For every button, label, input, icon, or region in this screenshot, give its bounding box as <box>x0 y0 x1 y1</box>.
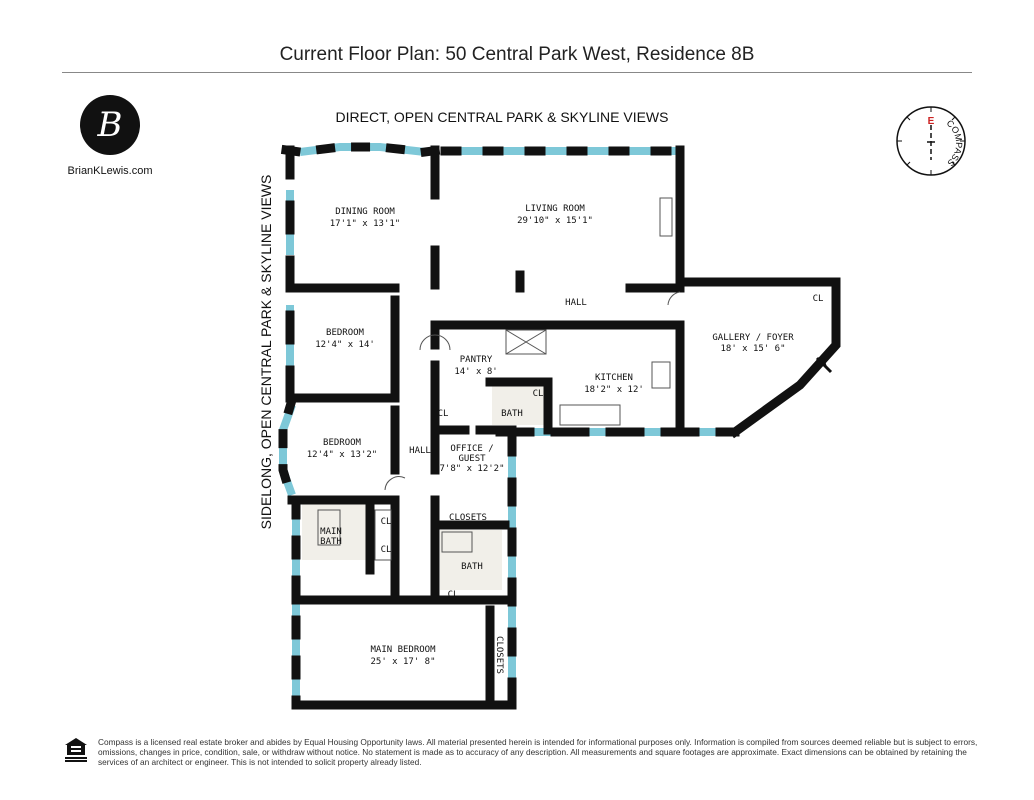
logo: B <box>80 95 140 155</box>
top-views-label: DIRECT, OPEN CENTRAL PARK & SKYLINE VIEW… <box>336 109 669 125</box>
bath2-label: BATH <box>461 562 483 572</box>
office-name-2: GUEST <box>458 454 486 464</box>
entry-arrow-shaft <box>815 356 833 374</box>
main-bath-name: MAIN <box>320 527 342 537</box>
bath-tiles <box>302 385 548 590</box>
pantry-name: PANTRY <box>460 355 493 365</box>
dining-room-size: 17'1" x 13'1" <box>330 219 400 229</box>
bedroom1-size: 12'4" x 14' <box>315 340 375 350</box>
logo-website: BrianKLewis.com <box>67 165 153 177</box>
kitchen-bath-label: BATH <box>501 409 523 419</box>
compass-direction: E <box>928 116 935 127</box>
pantry-size: 14' x 8' <box>454 367 497 377</box>
hall-label: HALL <box>565 298 587 308</box>
bedroom2-name: BEDROOM <box>323 438 362 448</box>
kitchen-name: KITCHEN <box>595 373 633 383</box>
kitchen-bath-closet: CL <box>533 389 544 399</box>
equal-housing-icon <box>65 738 87 762</box>
compass-icon: E COMPASS <box>896 106 966 176</box>
office-name: OFFICE / <box>450 444 493 454</box>
main-bath-name-2: BATH <box>320 537 342 547</box>
hall-closet-label: CL <box>438 409 449 419</box>
closet-a-label: CL <box>381 517 392 527</box>
left-views-label: SIDELONG, OPEN CENTRAL PARK & SKYLINE VI… <box>258 175 274 530</box>
office-size: 7'8" x 12'2" <box>439 464 504 474</box>
closets2-label: CLOSETS <box>494 636 504 674</box>
walls <box>278 142 841 710</box>
closet-b-label: CL <box>381 545 392 555</box>
bedroom2-size: 12'4" x 13'2" <box>307 450 377 460</box>
closet-c-label: CL <box>448 590 459 600</box>
fixtures <box>317 197 681 561</box>
title-divider <box>62 72 972 73</box>
main-bedroom-size: 25' x 17' 8" <box>370 657 435 667</box>
side-hall-label: HALL <box>409 446 431 456</box>
kitchen-size: 18'2" x 12' <box>584 385 644 395</box>
gallery-name: GALLERY / FOYER <box>712 333 794 343</box>
gallery-closet-label: CL <box>813 294 824 304</box>
gallery-size: 18' x 15' 6" <box>720 344 785 354</box>
main-bedroom-name: MAIN BEDROOM <box>370 645 436 655</box>
disclaimer: Compass is a licensed real estate broker… <box>98 737 978 767</box>
living-room-name: LIVING ROOM <box>525 204 585 214</box>
page-title: Current Floor Plan: 50 Central Park West… <box>279 44 755 65</box>
closets-label: CLOSETS <box>449 513 487 523</box>
bedroom1-name: BEDROOM <box>326 328 365 338</box>
dining-room-name: DINING ROOM <box>335 207 395 217</box>
living-room-size: 29'10" x 15'1" <box>517 216 593 226</box>
